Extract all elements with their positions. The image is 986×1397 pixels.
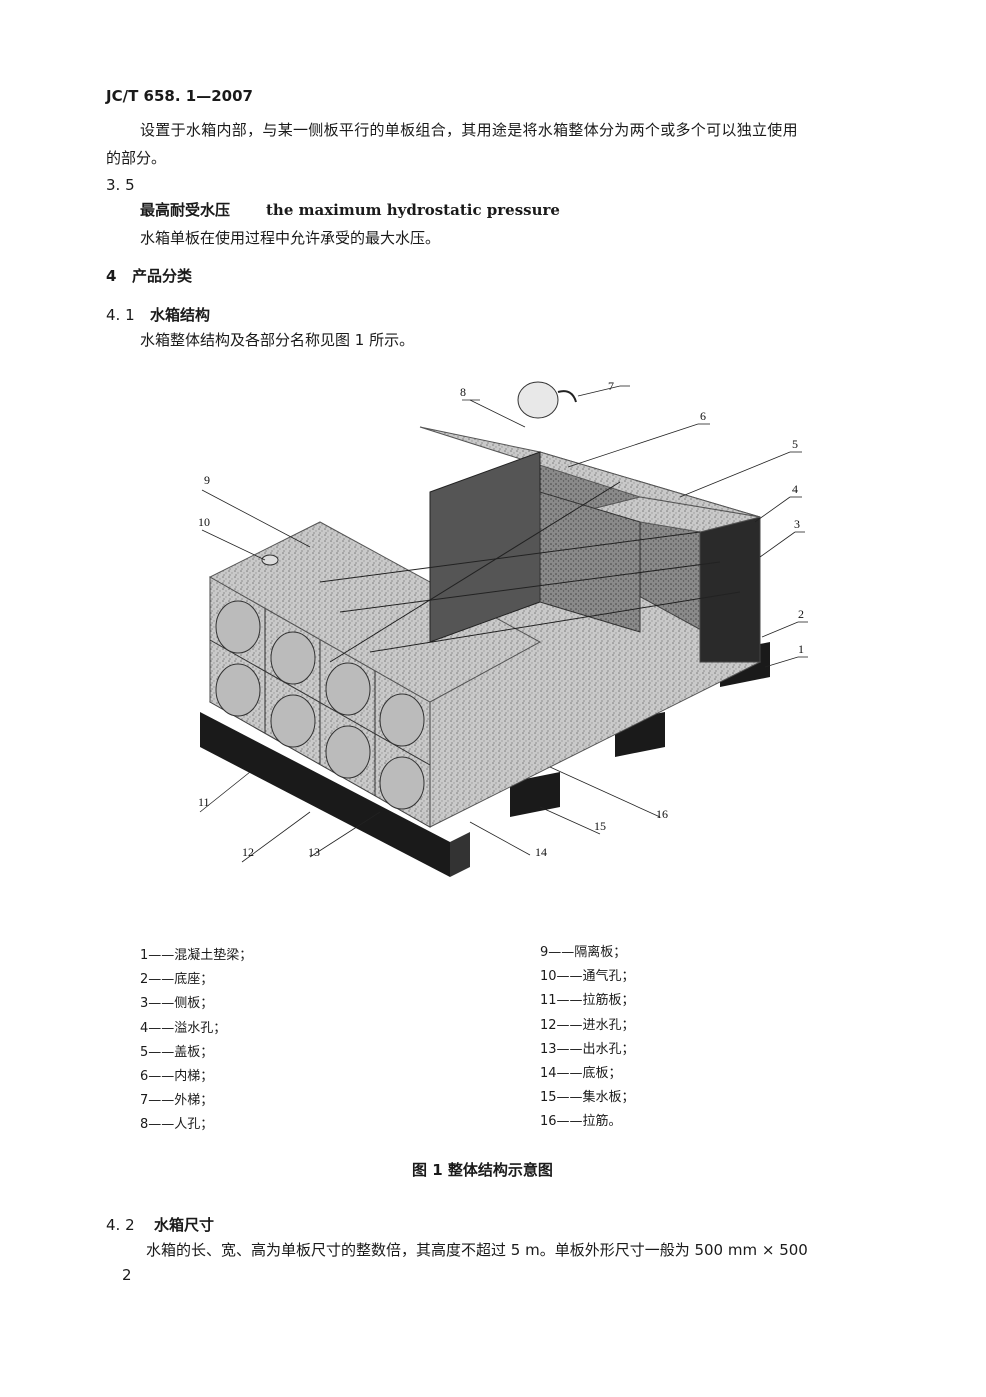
legend-item: 14——底板； — [540, 1066, 622, 1081]
vent-hole — [261, 554, 279, 566]
callout-13: 13 — [308, 845, 320, 859]
callout-7: 7 — [608, 379, 614, 393]
term-chinese: 最高耐受水压 — [140, 201, 231, 219]
water-tank-drawing: 8 7 6 5 4 3 2 1 9 10 11 12 13 14 15 16 — [198, 379, 808, 877]
clause-number: 3. 5 — [106, 176, 135, 194]
legend-item: 12——进水孔； — [540, 1017, 635, 1033]
callout-14: 14 — [535, 845, 547, 859]
callout-6: 6 — [700, 409, 706, 423]
callout-10: 10 — [198, 515, 210, 529]
callout-3: 3 — [794, 517, 800, 531]
callout-8: 8 — [460, 385, 466, 399]
clause-text: 水箱整体结构及各部分名称见图 1 所示。 — [140, 331, 415, 349]
legend-item: 10——通气孔； — [540, 969, 635, 985]
paragraph-line: 设置于水箱内部，与某一侧板平行的单板组合，其用途是将水箱整体分为两个或多个可以独… — [140, 121, 798, 139]
legend-item: 9——隔离板； — [540, 945, 627, 960]
standard-code: JC/T 658. 1—2007 — [106, 87, 253, 105]
clause-number: 4. 2 — [106, 1216, 135, 1234]
callout-12: 12 — [242, 845, 254, 859]
section-title: 产品分类 — [132, 267, 193, 285]
water-tank-structure-figure: 8 7 6 5 4 3 2 1 9 10 11 12 13 14 15 16 — [180, 372, 820, 892]
legend-item: 6——内梯； — [140, 1069, 214, 1084]
callout-9: 9 — [204, 473, 210, 487]
legend-item: 2——底座； — [140, 972, 214, 988]
legend-item: 3——侧板； — [140, 996, 214, 1012]
callout-1: 1 — [798, 642, 804, 656]
callout-4: 4 — [792, 482, 798, 496]
clause-title: 水箱结构 — [150, 306, 211, 324]
term-english: the maximum hydrostatic pressure — [266, 201, 560, 219]
legend-item: 13——出水孔； — [540, 1041, 635, 1057]
callout-15: 15 — [594, 819, 606, 833]
paragraph-line: 的部分。 — [106, 149, 167, 167]
manhole-cover — [517, 381, 559, 419]
clause-number: 4. 1 — [106, 306, 135, 324]
callout-5: 5 — [792, 437, 798, 451]
figure-caption: 图 1 整体结构示意图 — [412, 1161, 553, 1179]
legend-item: 7——外梯； — [140, 1093, 214, 1109]
section-number: 4 — [106, 267, 117, 285]
callout-11: 11 — [198, 795, 210, 809]
callout-16: 16 — [656, 807, 668, 821]
page-number: 2 — [122, 1266, 132, 1284]
end-plate — [699, 516, 761, 663]
legend-item: 11——拉筋板； — [540, 993, 635, 1009]
clause-title: 水箱尺寸 — [154, 1216, 215, 1234]
outer-ladder — [557, 390, 577, 403]
term-definition: 水箱单板在使用过程中允许承受的最大水压。 — [140, 229, 441, 247]
legend-item: 5——盖板； — [140, 1044, 214, 1060]
cover-plate-left — [208, 521, 542, 703]
legend-item: 1——混凝土垫梁； — [140, 948, 253, 963]
legend-item: 4——溢水孔； — [140, 1020, 227, 1036]
legend-item: 16——拉筋。 — [540, 1114, 622, 1130]
legend-item: 8——人孔； — [140, 1117, 214, 1133]
clause-text: 水箱的长、宽、高为单板尺寸的整数倍，其高度不超过 5 m。单板外形尺寸一般为 5… — [146, 1241, 808, 1259]
tie-rods — [319, 481, 741, 663]
legend-item: 15——集水板； — [540, 1090, 635, 1106]
callout-2: 2 — [798, 607, 804, 621]
